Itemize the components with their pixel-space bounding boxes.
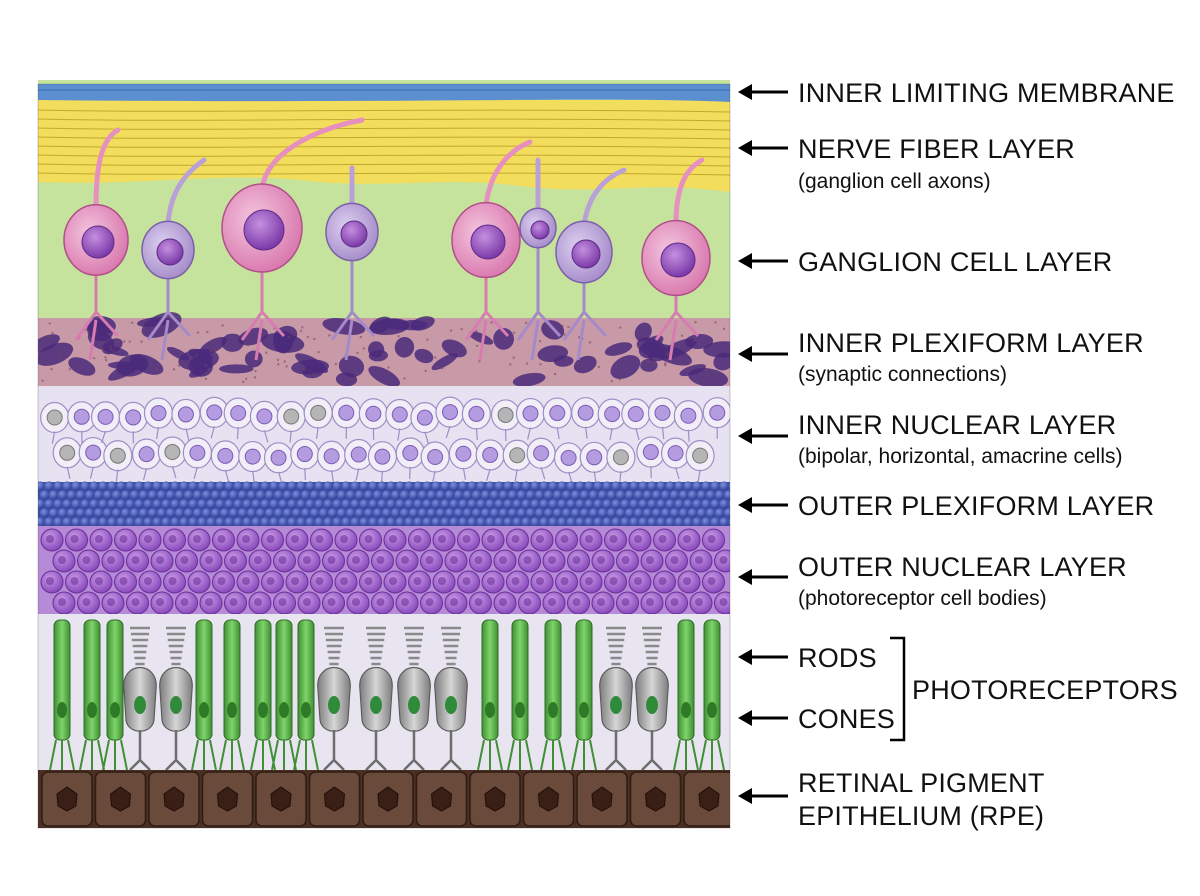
rod-cell — [511, 619, 529, 741]
label-outer-plexiform-layer: OUTER PLEXIFORM LAYER — [798, 491, 1154, 521]
retina-tissue — [38, 80, 730, 828]
inner-limiting-membrane — [38, 84, 730, 102]
label-inner-nuclear-layer: INNER NUCLEAR LAYER — [798, 410, 1116, 440]
label-epithelium-rpe: EPITHELIUM (RPE) — [798, 801, 1044, 831]
label-inner-plexiform-layer: INNER PLEXIFORM LAYER — [798, 328, 1144, 358]
rod-cell — [703, 619, 721, 741]
left-arrow-icon — [738, 649, 788, 665]
left-arrow-icon — [738, 569, 788, 585]
bracket-icon — [890, 636, 906, 742]
left-arrow-icon — [738, 788, 788, 804]
label-ganglion-cell-layer: GANGLION CELL LAYER — [798, 247, 1112, 277]
left-arrow-icon — [738, 497, 788, 513]
sublabel-inner-nuclear-layer: (bipolar, horizontal, amacrine cells) — [798, 445, 1122, 468]
label-cones: CONES — [798, 704, 895, 734]
left-arrow-icon — [738, 253, 788, 269]
labels: INNER LIMITING MEMBRANE NERVE FIBER LAYE… — [738, 78, 1178, 831]
sublabel-outer-nuclear-layer: (photoreceptor cell bodies) — [798, 587, 1047, 610]
rod-cell — [481, 619, 499, 741]
rod-cell — [254, 619, 272, 741]
sublabel-inner-plexiform-layer: (synaptic connections) — [798, 363, 1007, 386]
label-nerve-fiber-layer: NERVE FIBER LAYER — [798, 134, 1075, 164]
left-arrow-icon — [738, 428, 788, 444]
rod-cell — [53, 619, 71, 741]
left-arrow-icon — [738, 710, 788, 726]
rod-cell — [83, 619, 101, 741]
label-outer-nuclear-layer: OUTER NUCLEAR LAYER — [798, 552, 1127, 582]
rod-cell — [223, 619, 241, 741]
rod-cell — [297, 619, 315, 741]
sublabel-nerve-fiber-layer: (ganglion cell axons) — [798, 170, 991, 193]
rod-cell — [677, 619, 695, 741]
rod-cell — [106, 619, 124, 741]
left-arrow-icon — [738, 84, 788, 100]
label-photoreceptors: PHOTORECEPTORS — [912, 675, 1178, 705]
left-arrow-icon — [738, 346, 788, 362]
label-inner-limiting-membrane: INNER LIMITING MEMBRANE — [798, 78, 1175, 108]
rod-cell — [275, 619, 293, 741]
left-arrow-icon — [738, 140, 788, 156]
label-rods: RODS — [798, 643, 877, 673]
label-retinal-pigment: RETINAL PIGMENT — [798, 768, 1045, 798]
rod-cell — [544, 619, 562, 741]
rod-cell — [575, 619, 593, 741]
rod-cell — [195, 619, 213, 741]
